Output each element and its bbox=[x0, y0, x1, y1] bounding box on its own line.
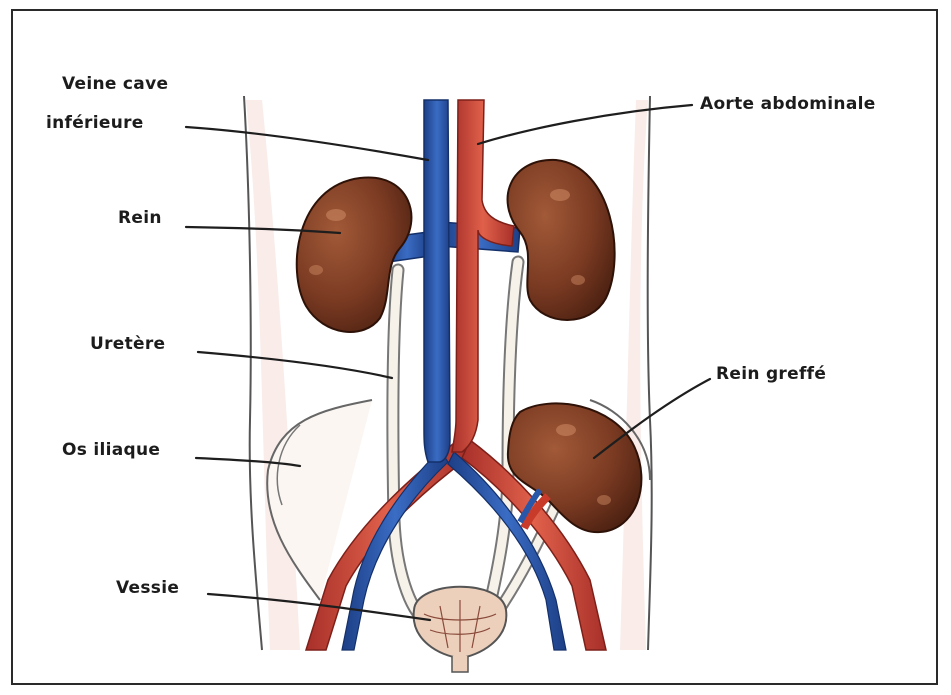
leader-veine-cave bbox=[186, 127, 428, 160]
bladder bbox=[414, 587, 507, 672]
label-aorte: Aorte abdominale bbox=[700, 94, 876, 115]
leader-uretere bbox=[198, 352, 392, 378]
label-veine-cave-line1: Veine cave bbox=[62, 74, 168, 95]
label-rein-greffe: Rein greffé bbox=[716, 364, 826, 385]
kidney-right bbox=[508, 160, 615, 320]
label-vessie: Vessie bbox=[116, 578, 179, 599]
label-uretere: Uretère bbox=[90, 334, 165, 355]
leader-aorte bbox=[478, 105, 692, 144]
label-rein: Rein bbox=[118, 208, 162, 229]
kidney-transplanted bbox=[508, 403, 642, 532]
vena-cava bbox=[424, 100, 450, 462]
label-veine-cave-line2: inférieure bbox=[46, 113, 144, 134]
label-os-iliaque: Os iliaque bbox=[62, 440, 160, 461]
